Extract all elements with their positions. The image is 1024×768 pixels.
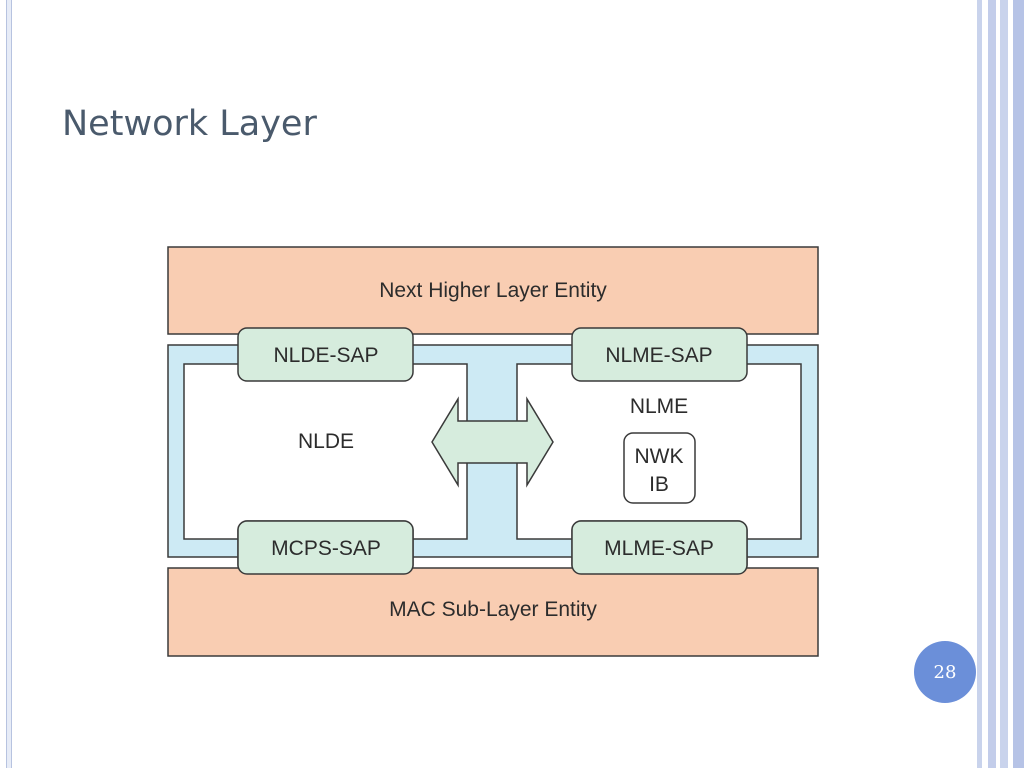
mac-sublayer-label: MAC Sub-Layer Entity xyxy=(389,598,597,621)
mlme-sap-overlay xyxy=(571,520,748,575)
mcps-sap-overlay-label: MCPS-SAP xyxy=(271,537,381,560)
nlde-sap-box xyxy=(237,327,414,382)
nwk-ib-box xyxy=(623,432,696,504)
slide-frame-right-stripe xyxy=(1000,0,1008,768)
nlme-label: NLME xyxy=(630,395,688,418)
nlme-sap-label: NLME-SAP xyxy=(605,344,712,367)
nlde-sap-label: NLDE-SAP xyxy=(273,344,378,367)
diagram-canvas: Next Higher Layer Entity NLDE NLME NWK I… xyxy=(162,240,828,666)
mac-sublayer-box xyxy=(167,567,819,657)
nlme-sap-box xyxy=(571,327,748,382)
slide-frame-right-stripe xyxy=(988,0,996,768)
slide-frame-right-stripe xyxy=(1013,0,1024,768)
nlde-block xyxy=(183,363,468,540)
nlde-label: NLDE xyxy=(298,430,354,453)
next-higher-layer-box xyxy=(167,246,819,335)
mcps-sap-overlay xyxy=(237,520,414,575)
slide-frame-right-stripe xyxy=(977,0,982,768)
slide-title: Network Layer xyxy=(62,104,317,144)
nwk-ib-line1: NWK xyxy=(635,445,684,468)
next-higher-layer-label: Next Higher Layer Entity xyxy=(379,279,607,302)
nwk-ib-line2: IB xyxy=(649,473,669,496)
mlme-sap-overlay-label: MLME-SAP xyxy=(604,537,714,560)
slide-frame-left xyxy=(6,0,12,768)
double-arrow-icon xyxy=(431,396,554,488)
page-number-badge: 28 xyxy=(914,641,976,703)
network-layer-diagram: Next Higher Layer Entity NLDE NLME NWK I… xyxy=(162,240,828,666)
